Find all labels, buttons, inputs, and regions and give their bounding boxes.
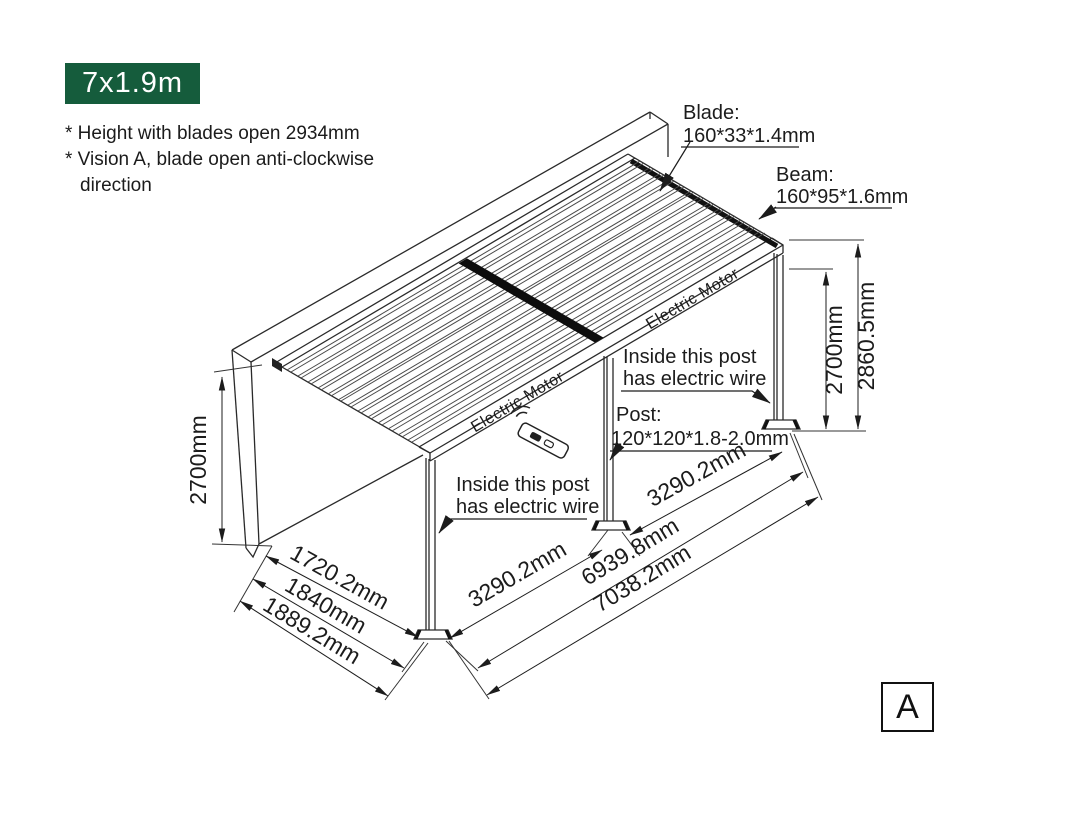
center-divider-blade: [458, 258, 604, 343]
leader-blade: [659, 141, 691, 192]
view-label: A: [896, 687, 919, 726]
dim-left-height: 2700mm: [185, 415, 211, 504]
post-title: Post:: [616, 404, 662, 426]
beam-spec: 160*95*1.6mm: [776, 186, 908, 208]
leader-wire-right: [621, 388, 771, 404]
wire-left-line1: Inside this post: [456, 474, 590, 496]
dimension-lines: [218, 243, 862, 697]
wire-left-line2: has electric wire: [456, 496, 599, 518]
dim-bay-left: 3290.2mm: [463, 536, 570, 613]
dim-right-total-height: 2860.5mm: [853, 282, 879, 391]
leader-post: [609, 441, 625, 461]
post-left: [412, 458, 454, 640]
roof-frame: [274, 153, 784, 462]
blade-spec: 160*33*1.4mm: [683, 125, 815, 147]
note-direction: direction: [80, 175, 152, 196]
roof-right-end-blade: [629, 158, 779, 249]
leader-lines: [438, 141, 892, 534]
note-vision: * Vision A, blade open anti-clockwise: [65, 149, 375, 170]
motor-label-left: Electric Motor: [468, 368, 567, 436]
beam-title: Beam:: [776, 164, 834, 186]
wire-right-line2: has electric wire: [623, 368, 766, 390]
view-label-box: A: [881, 682, 934, 732]
wall: [231, 111, 669, 559]
size-badge: 7x1.9m: [65, 63, 200, 104]
post-right: [760, 253, 802, 430]
notes-block: * Height with blades open 2934mm * Visio…: [65, 121, 374, 199]
leader-beam: [758, 204, 777, 220]
dim-line-depth-outer: [239, 600, 389, 697]
leader-wire-left: [438, 515, 454, 534]
wire-right-line1: Inside this post: [623, 346, 757, 368]
post-spec: 120*120*1.8-2.0mm: [611, 428, 789, 450]
roof-rear-corner-cap: [272, 358, 282, 372]
dim-right-post-height: 2700mm: [821, 305, 847, 394]
remote-control-icon: [510, 405, 570, 459]
labels: Blade: 160*33*1.4mm Beam: 160*95*1.6mm I…: [185, 102, 908, 669]
dim-line-length-outer: [486, 496, 819, 696]
note-height: * Height with blades open 2934mm: [65, 123, 360, 144]
blade-title: Blade:: [683, 102, 740, 124]
